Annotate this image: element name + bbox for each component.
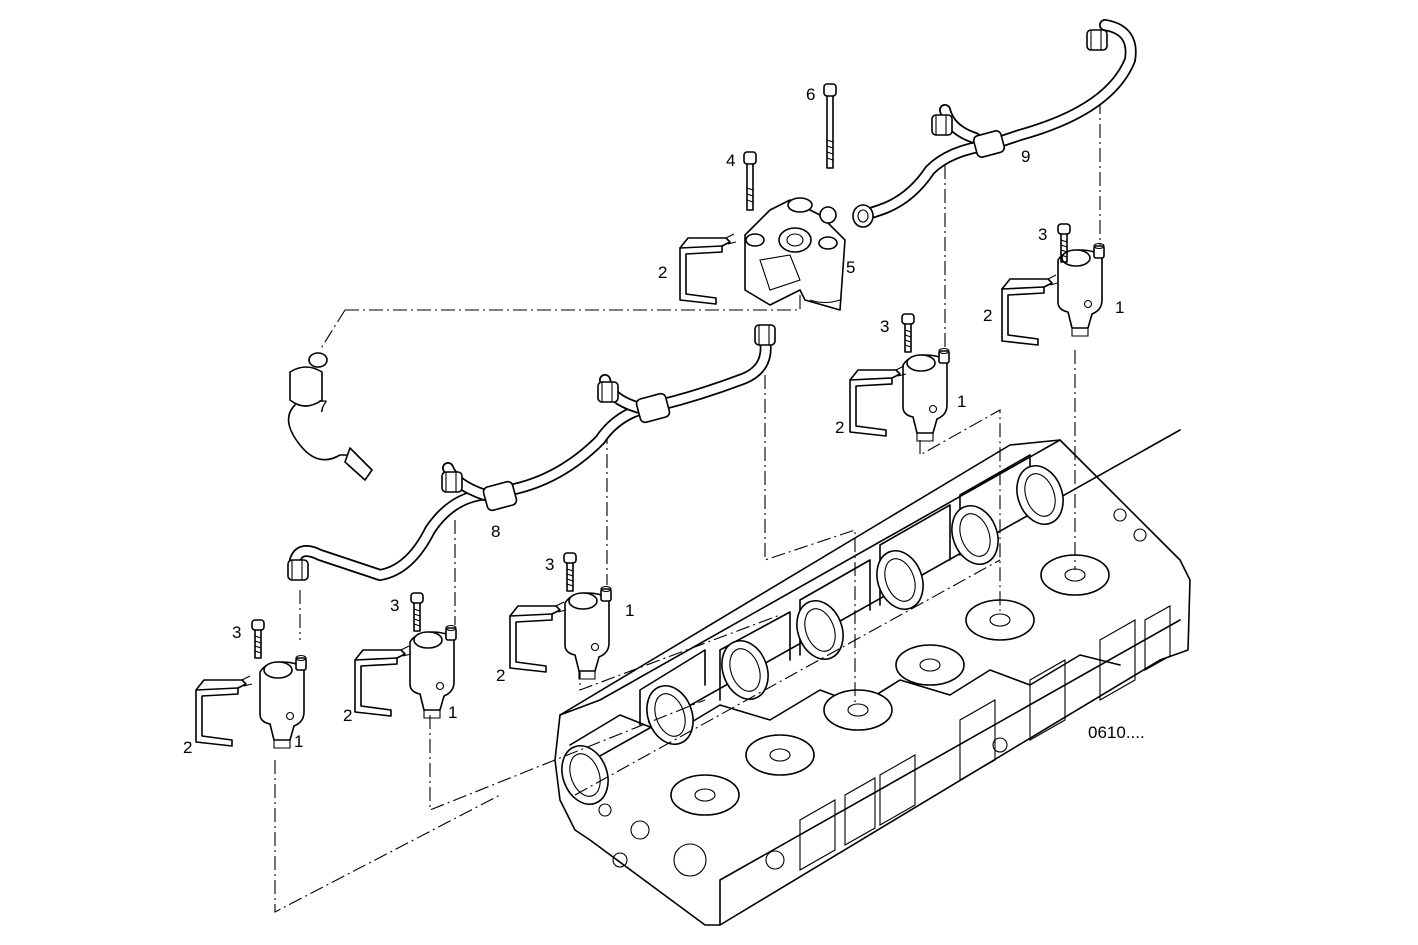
callout-2-a: 2	[183, 738, 192, 757]
callout-3-a: 3	[232, 623, 241, 642]
bolt-long	[823, 83, 837, 169]
callout-3-b: 3	[390, 596, 399, 615]
fuel-rail-upper	[852, 19, 1137, 228]
callout-1-e: 1	[1115, 298, 1124, 317]
callout-8: 8	[491, 522, 500, 541]
sensor	[287, 352, 373, 481]
callout-3-c: 3	[545, 555, 554, 574]
leader-lines	[274, 100, 1101, 913]
callout-5: 5	[846, 258, 855, 277]
callout-2-f: 2	[658, 263, 667, 282]
callout-3-d: 3	[880, 317, 889, 336]
callout-6: 6	[806, 85, 815, 104]
cylinder-head	[554, 429, 1191, 926]
drawing-code: 0610....	[1088, 723, 1145, 742]
callout-1-c: 1	[625, 601, 634, 620]
callout-2-b: 2	[343, 706, 352, 725]
callout-7: 7	[318, 397, 327, 416]
callout-4: 4	[726, 151, 735, 170]
callout-1-b: 1	[448, 703, 457, 722]
callout-2-e: 2	[983, 306, 992, 325]
callout-9: 9	[1021, 147, 1030, 166]
callout-1-a: 1	[294, 732, 303, 751]
fuel-rail-lower	[287, 324, 776, 581]
callout-2-c: 2	[496, 666, 505, 685]
fuel-manifold	[744, 197, 846, 311]
callout-1-d: 1	[957, 392, 966, 411]
bolt-short	[743, 151, 757, 211]
callout-3-e: 3	[1038, 225, 1047, 244]
callout-2-d: 2	[835, 418, 844, 437]
